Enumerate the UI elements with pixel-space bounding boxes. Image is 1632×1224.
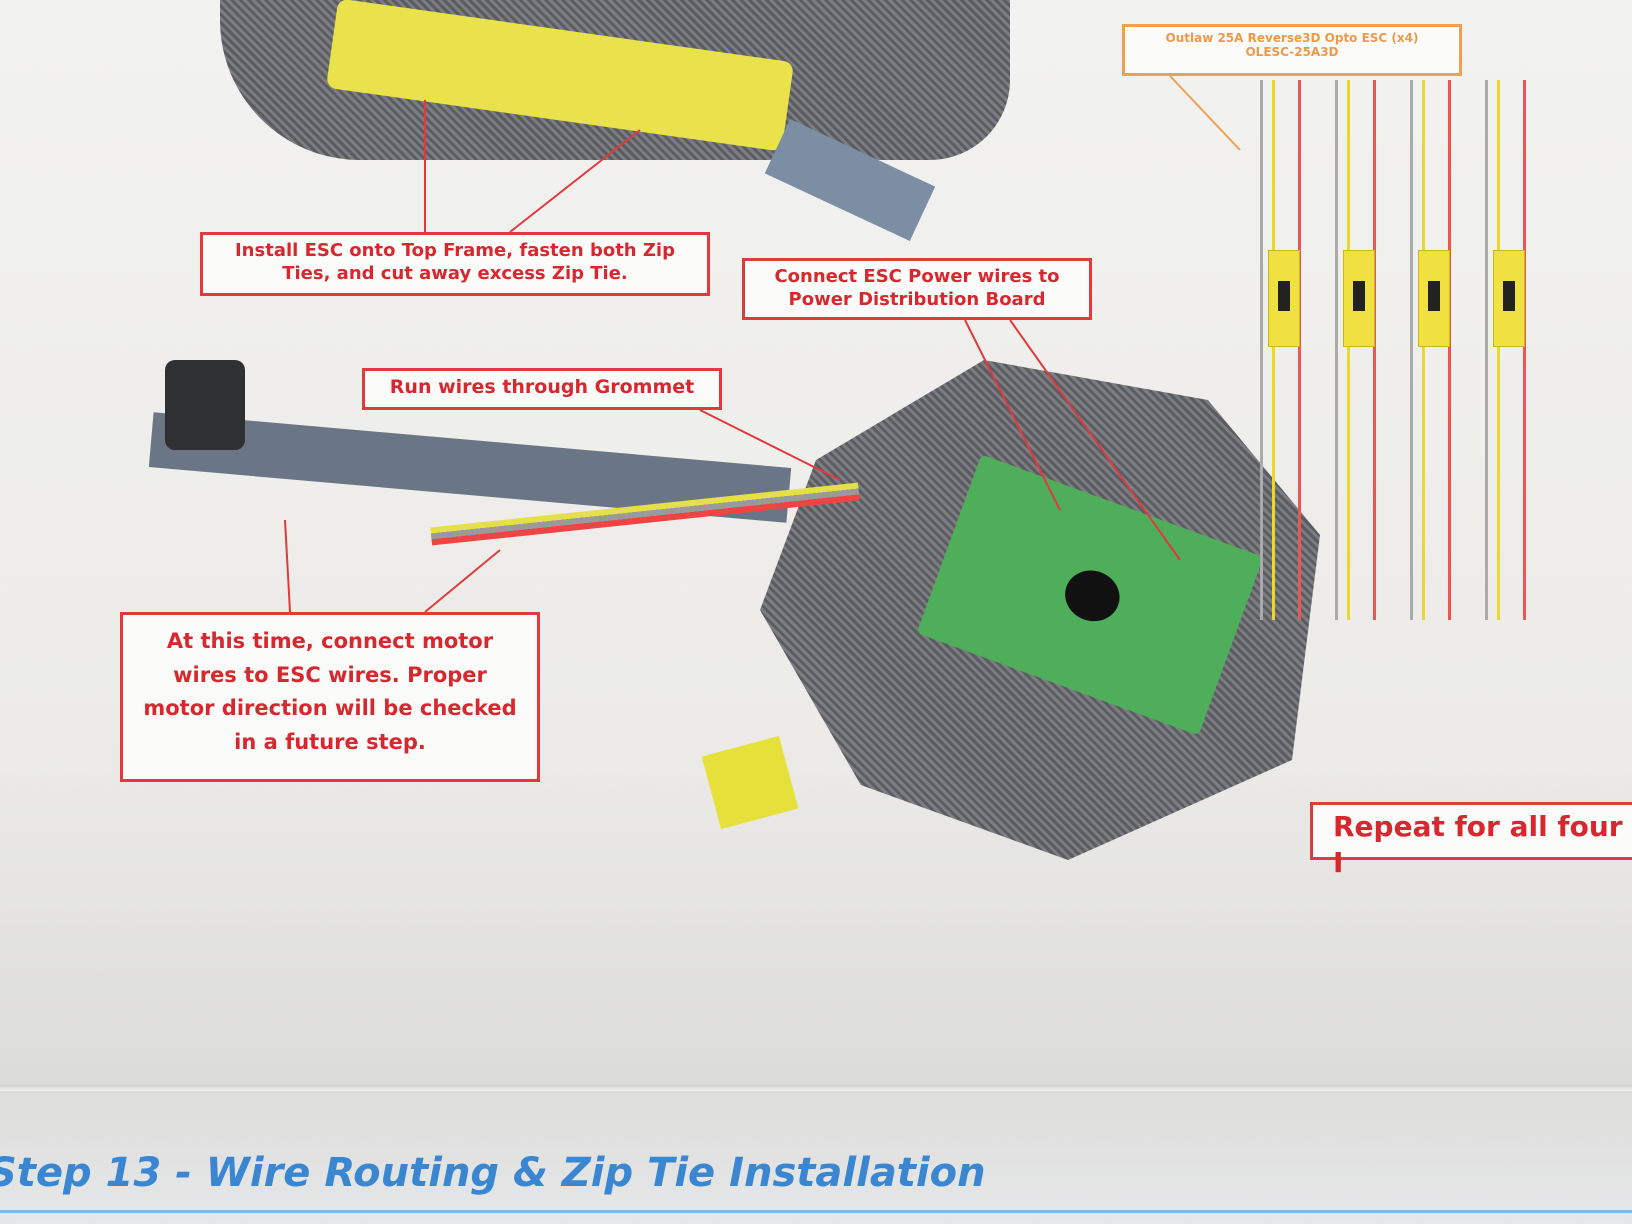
callout-repeat: Repeat for all four I [1310, 802, 1632, 879]
callout-esc-power: Connect ESC Power wires to Power Distrib… [742, 258, 1092, 320]
callout-install-esc: Install ESC onto Top Frame, fasten both … [200, 232, 710, 296]
callout-grommet: Run wires through Grommet [362, 368, 722, 410]
esc-part-number: OLESC-25A3D [1245, 45, 1339, 60]
esc-part [1250, 80, 1310, 620]
esc-part [1325, 80, 1385, 620]
title-underline [0, 1210, 1632, 1213]
esc-part [1400, 80, 1460, 620]
esc-part [1475, 80, 1535, 620]
step-title: Step 13 - Wire Routing & Zip Tie Install… [0, 1150, 986, 1196]
esc-part-label: Outlaw 25A Reverse3D Opto ESC (x4) OLESC… [1122, 24, 1462, 76]
callout-motor-wires: At this time, connect motor wires to ESC… [120, 612, 540, 782]
esc-part-name: Outlaw 25A Reverse3D Opto ESC (x4) [1165, 31, 1419, 45]
motor [165, 360, 245, 450]
page-fold [0, 1085, 1632, 1091]
